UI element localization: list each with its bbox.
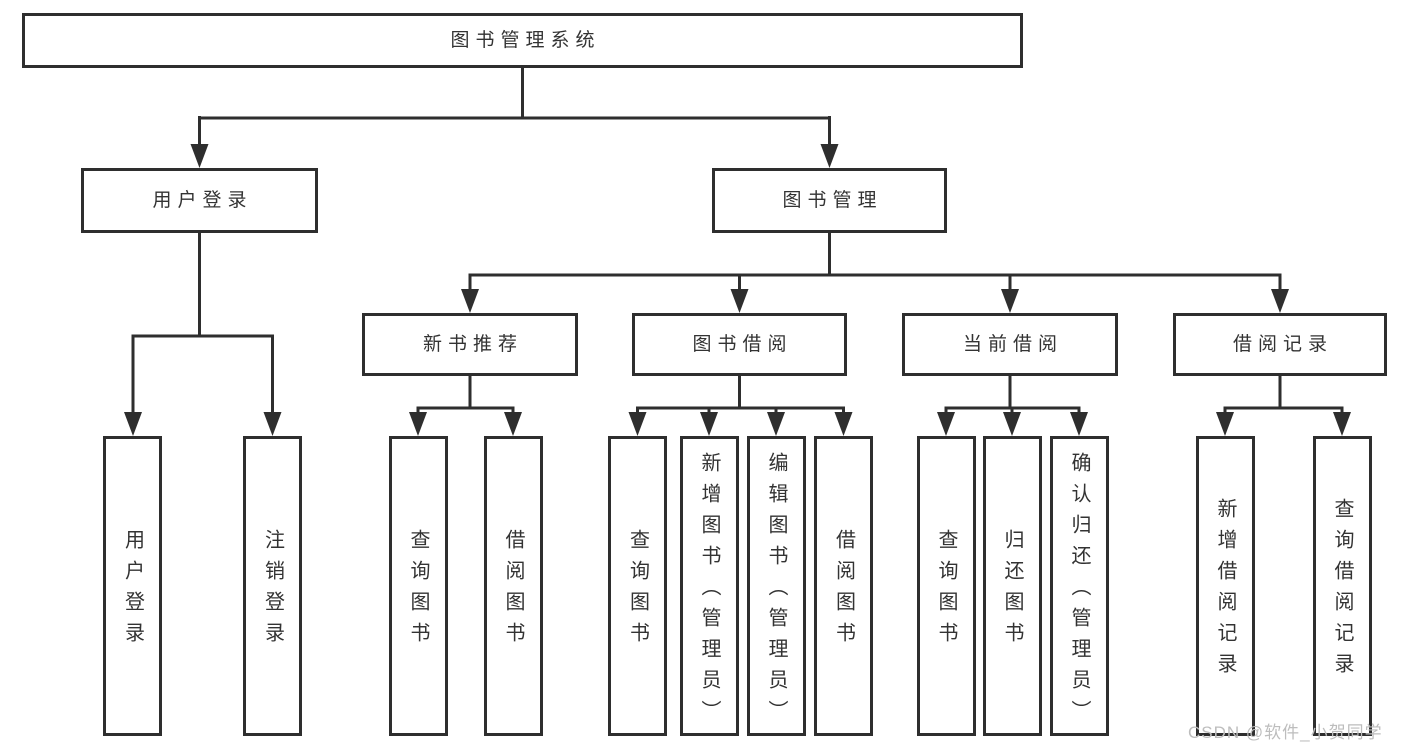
node-label: 借阅记录 (1232, 334, 1333, 355)
leaf-user-login: 用户登录 (103, 436, 162, 736)
node-label: 用户登录 (121, 529, 144, 653)
node-label: 注销登录 (261, 529, 284, 653)
connector-book-management-children (461, 233, 1289, 313)
node-label: 图书管理系统 (450, 30, 601, 51)
node-label: 用户登录 (152, 190, 253, 211)
leaf-confirm-return-admin: 确认归还（管理员） (1049, 436, 1109, 736)
node-label: 查询图书 (407, 529, 429, 653)
leaf-query-books-borrow: 查询图书 (608, 436, 667, 736)
connector-root-to-level2 (190, 68, 839, 168)
node-book-borrowing: 图书借阅 (632, 313, 847, 376)
node-label: 查询图书 (935, 529, 957, 653)
leaf-query-borrow-record: 查询借阅记录 (1312, 436, 1372, 736)
node-book-management: 图书管理 (712, 168, 947, 233)
node-label: 图书借阅 (692, 334, 793, 355)
leaf-edit-books-admin: 编辑图书（管理员） (746, 436, 806, 736)
node-label: 图书管理 (782, 190, 883, 211)
leaf-add-borrow-record: 新增借阅记录 (1195, 436, 1255, 736)
node-label: 借阅图书 (502, 529, 524, 653)
connector-new-book-children (409, 376, 522, 436)
node-label: 新书推荐 (422, 334, 523, 355)
node-label: 当前借阅 (962, 334, 1063, 355)
leaf-borrow-books: 借阅图书 (814, 436, 873, 736)
node-label: 查询借阅记录 (1331, 498, 1353, 684)
node-current-borrowing: 当前借阅 (902, 313, 1118, 376)
leaf-query-books-current: 查询图书 (916, 436, 976, 736)
node-label: 新增借阅记录 (1214, 498, 1236, 684)
node-label: 新增图书（管理员） (698, 451, 720, 731)
connector-current-borrow-children (937, 376, 1088, 436)
connector-book-borrow-children (628, 376, 853, 436)
leaf-add-books-admin: 新增图书（管理员） (679, 436, 739, 736)
node-label: 确认归还（管理员） (1068, 451, 1090, 731)
leaf-query-books-recommend: 查询图书 (388, 436, 448, 736)
node-borrowing-records: 借阅记录 (1173, 313, 1387, 376)
connector-borrow-records-children (1216, 376, 1351, 436)
node-label: 归还图书 (1001, 529, 1023, 653)
node-label: 借阅图书 (832, 529, 855, 653)
leaf-logout: 注销登录 (243, 436, 302, 736)
node-new-book-recommendation: 新书推荐 (362, 313, 578, 376)
leaf-return-books: 归还图书 (982, 436, 1042, 736)
node-library-management-system: 图书管理系统 (22, 13, 1023, 68)
node-user-login: 用户登录 (81, 168, 318, 233)
node-label: 查询图书 (626, 529, 649, 653)
csdn-watermark: CSDN @软件_小贺同学 (1188, 723, 1383, 742)
connector-user-login-children (124, 233, 282, 436)
node-label: 编辑图书（管理员） (765, 451, 787, 731)
leaf-borrow-books-recommend: 借阅图书 (483, 436, 543, 736)
